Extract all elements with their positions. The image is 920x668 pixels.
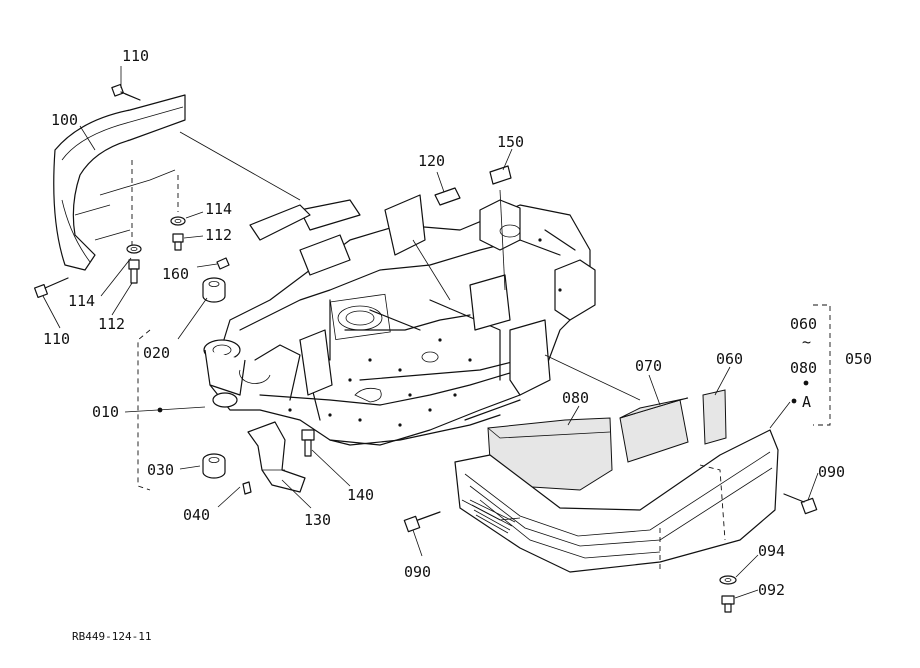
callout-160: 160 bbox=[162, 265, 189, 283]
washer-114-left bbox=[126, 244, 142, 254]
group-marker: A bbox=[802, 393, 811, 411]
swing-frame bbox=[203, 194, 596, 446]
bolt-090-left bbox=[403, 511, 441, 533]
callout-112-right: 112 bbox=[205, 226, 232, 244]
group-050-legend: 060 ~ 080 A 050 bbox=[157, 315, 872, 413]
callout-090-right: 090 bbox=[818, 463, 845, 481]
washer-094 bbox=[719, 575, 737, 585]
callout-094: 094 bbox=[758, 542, 785, 560]
part-120-block bbox=[434, 187, 461, 206]
part-160-small bbox=[216, 257, 230, 270]
bolt-110-top bbox=[111, 83, 141, 101]
bolt-090-right bbox=[783, 493, 818, 515]
part-030-bushing bbox=[202, 453, 226, 479]
callout-labels: 110 100 114 112 160 114 112 110 020 010 … bbox=[43, 47, 845, 599]
callout-114-right: 114 bbox=[205, 200, 232, 218]
callout-114-left: 114 bbox=[68, 292, 95, 310]
group-bullet-2 bbox=[791, 398, 797, 404]
part-150-block bbox=[489, 165, 512, 185]
part-040-clip bbox=[242, 481, 252, 495]
callout-080: 080 bbox=[562, 389, 589, 407]
group-brackets bbox=[131, 160, 831, 572]
part-020-bushing bbox=[202, 277, 226, 303]
group-bullet-1 bbox=[803, 380, 809, 386]
callout-120: 120 bbox=[418, 152, 445, 170]
callout-020: 020 bbox=[143, 344, 170, 362]
callout-010-bullet bbox=[157, 407, 163, 413]
counterweight-body bbox=[454, 429, 779, 573]
part-070-weight bbox=[619, 397, 689, 463]
group-number: 050 bbox=[845, 350, 872, 368]
callout-092: 092 bbox=[758, 581, 785, 599]
part-130-bracket bbox=[247, 421, 306, 493]
part-100-side-cover bbox=[53, 94, 186, 271]
callout-070: 070 bbox=[635, 357, 662, 375]
bolt-092 bbox=[721, 595, 735, 613]
callout-112-left: 112 bbox=[98, 315, 125, 333]
callout-110-bottom: 110 bbox=[43, 330, 70, 348]
callout-040: 040 bbox=[183, 506, 210, 524]
bolt-112-left bbox=[128, 259, 140, 284]
callout-060: 060 bbox=[716, 350, 743, 368]
callout-150: 150 bbox=[497, 133, 524, 151]
washer-114-right bbox=[170, 216, 186, 226]
group-range-tilde: ~ bbox=[802, 333, 811, 351]
bolt-110-bottom bbox=[33, 277, 69, 299]
callout-010: 010 bbox=[92, 403, 119, 421]
group-range-bottom: 080 bbox=[790, 359, 817, 377]
callout-100: 100 bbox=[51, 111, 78, 129]
figure-code: RB449-124-11 bbox=[72, 630, 151, 643]
part-060-weight bbox=[702, 389, 727, 445]
bolt-112-right bbox=[172, 233, 184, 251]
counterweight-grille bbox=[469, 499, 516, 534]
group-range-top: 060 bbox=[790, 315, 817, 333]
leader-lines bbox=[42, 66, 819, 599]
callout-140: 140 bbox=[347, 486, 374, 504]
part-140-bolt bbox=[301, 429, 315, 457]
callout-110-top: 110 bbox=[122, 47, 149, 65]
callout-030: 030 bbox=[147, 461, 174, 479]
callout-090-left: 090 bbox=[404, 563, 431, 581]
callout-130: 130 bbox=[304, 511, 331, 529]
